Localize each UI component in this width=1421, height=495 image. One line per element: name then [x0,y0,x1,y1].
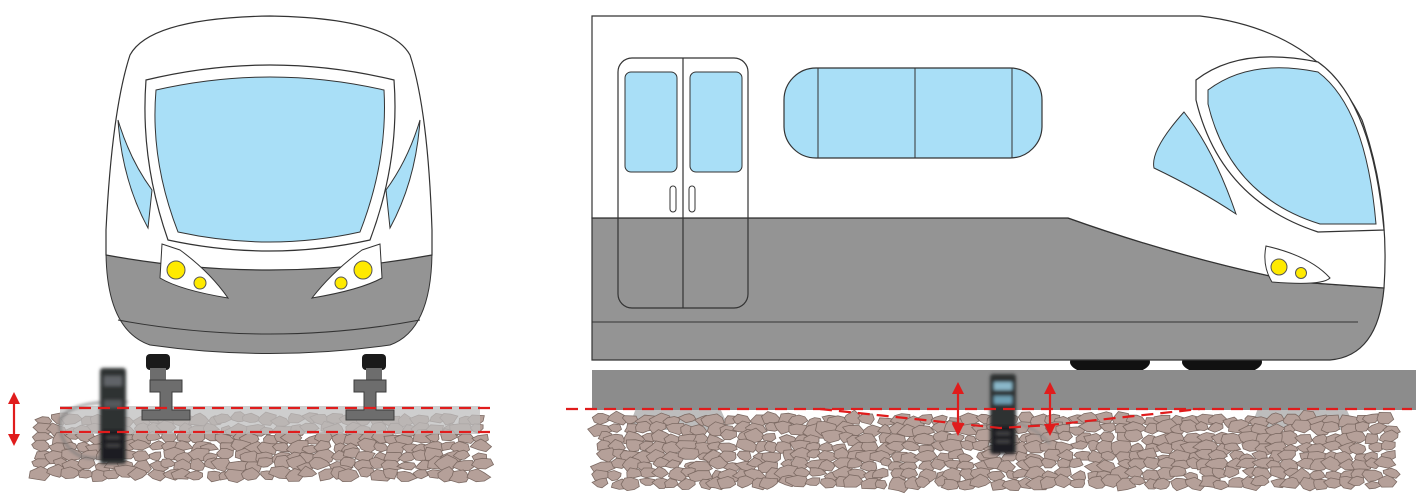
ballast-stone [1377,412,1394,424]
ballast-stone [257,458,272,468]
ballast-stone [737,451,751,462]
door-window-right [690,72,742,172]
side-train-body [592,16,1385,360]
ballast-stone [805,478,820,486]
ballast-stone [32,440,50,451]
ballast-stone [821,430,842,443]
front-rail-left [142,380,190,420]
front-rail-right [346,380,394,420]
ballast-stone [78,470,93,479]
ballast-stone [762,433,776,441]
ballast-stone [384,469,398,480]
ballast-stone [1100,423,1118,432]
door-window-left [625,72,677,172]
headlight [194,277,206,289]
ballast-stone [592,413,609,424]
door-handle [670,186,676,212]
headlight [167,261,185,279]
front-bogie-left [146,354,170,380]
ballast-stone [621,478,639,491]
ballast-stone [149,452,161,461]
ballast-stone [608,471,621,481]
side-window [784,68,1042,158]
ballast-stone [1367,423,1386,435]
ballast-stone [858,414,875,425]
ballast-stone [338,469,359,482]
side-view [566,16,1416,493]
ballast-stone [1100,432,1115,442]
ballast-stone [1070,479,1085,488]
headlight [354,261,372,279]
height-arrow-icon [8,392,20,446]
door-handle [689,186,695,212]
ballast-stone [1213,480,1229,489]
front-bogie-right [362,354,386,380]
front-windshield [155,77,385,242]
headlight [1296,268,1307,279]
ballast-stone [1356,422,1370,432]
ballast-stone [640,478,655,485]
ballast-stone [133,451,151,462]
ballast-stone [759,478,778,490]
ballast-stone [1071,441,1088,449]
ballast-stone [678,448,699,459]
ballast-stone [467,469,491,482]
ballast-stone [1143,457,1159,469]
front-train-body [106,16,432,354]
ballast-stone [1321,422,1339,433]
headlight [1271,259,1287,275]
front-view [8,16,494,483]
ballast-stone [1382,441,1396,451]
ballast-stone [472,458,494,469]
headlight [335,277,347,289]
